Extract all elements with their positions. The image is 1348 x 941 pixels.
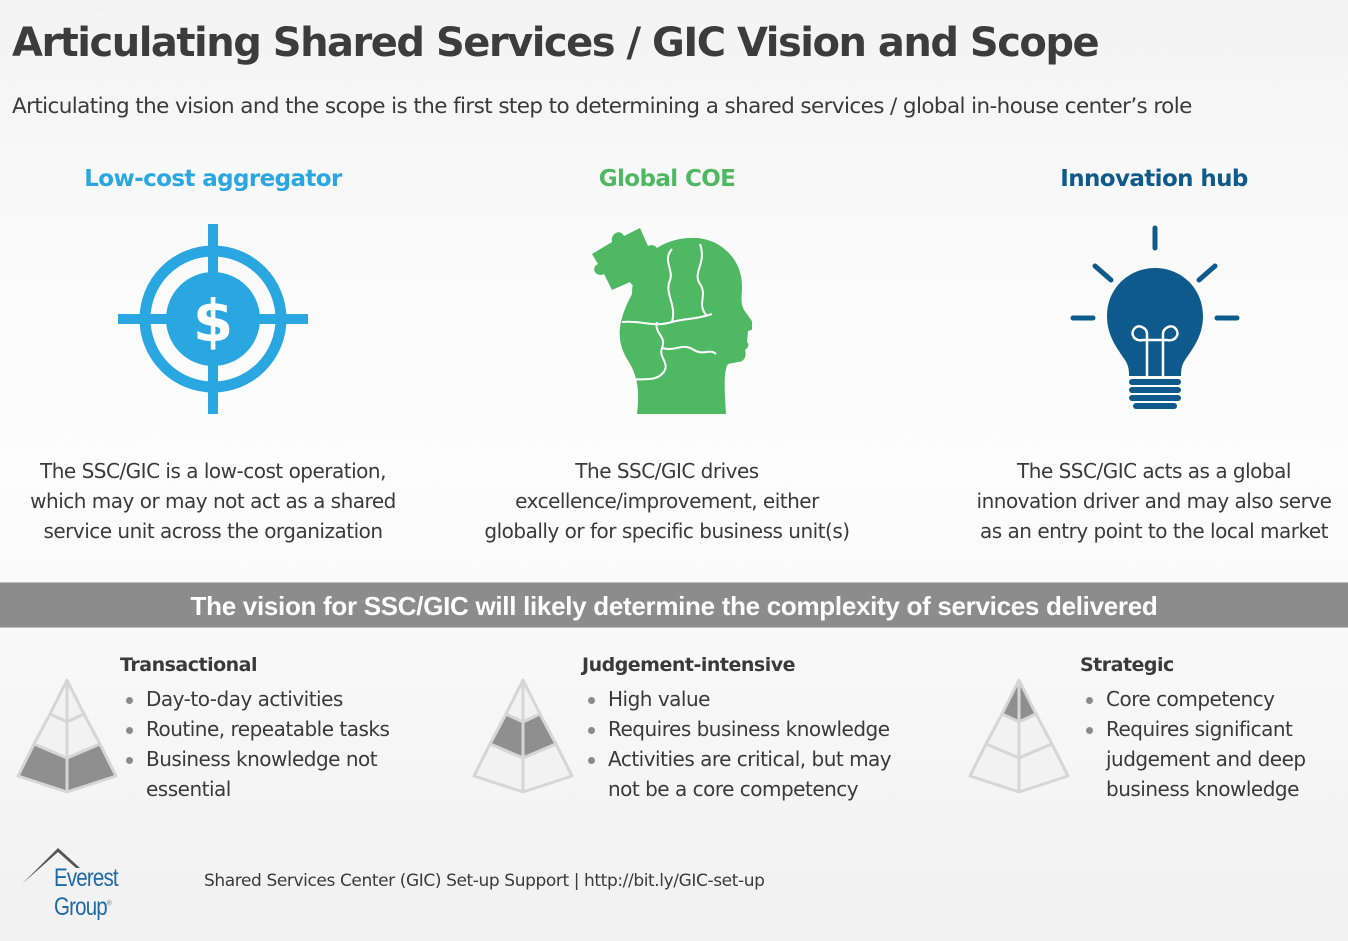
brand-label: Everest Group	[54, 864, 119, 921]
vision-desc-line: service unit across the organization	[43, 519, 383, 543]
page-subtitle: Articulating the vision and the scope is…	[12, 94, 1192, 119]
page-title: Articulating Shared Services / GIC Visio…	[12, 20, 1100, 66]
target-dollar-icon: $	[118, 224, 308, 414]
tier-title: Strategic	[1080, 654, 1174, 676]
brand-name: Everest Group®	[54, 864, 175, 922]
vision-innovation-hub: Innovation hub The SSC/GIC acts as a g	[934, 166, 1348, 546]
footer: Everest Group® Shared Services Center (G…	[22, 846, 765, 921]
svg-text:$: $	[193, 287, 233, 355]
vision-global-coe: Global COE The SSC/GIC drives excellence…	[447, 166, 887, 546]
vision-title: Global COE	[598, 166, 736, 192]
head-puzzle-icon	[592, 228, 752, 414]
vision-desc-line: as an entry point to the local market	[980, 519, 1328, 543]
tier-bullet: Business knowledge not essential	[120, 744, 410, 804]
registered-mark: ®	[106, 898, 112, 908]
vision-desc-line: The SSC/GIC drives	[575, 459, 759, 483]
tier-bullet: High value	[582, 684, 942, 714]
tier-title: Judgement-intensive	[582, 654, 796, 676]
vision-desc-line: innovation driver and may also serve	[976, 489, 1332, 513]
tier-bullet: Requires business knowledge	[582, 714, 942, 744]
vision-title: Low-cost aggregator	[84, 166, 342, 192]
vision-desc-line: The SSC/GIC is a low-cost operation,	[40, 459, 386, 483]
tier-bullet: Routine, repeatable tasks	[120, 714, 460, 744]
vision-desc-line: The SSC/GIC acts as a global	[1017, 459, 1291, 483]
tier-bullet: Day-to-day activities	[120, 684, 460, 714]
vision-low-cost-aggregator: Low-cost aggregator $ The SSC/GIC is a l…	[0, 166, 433, 546]
mountain-peak-icon	[22, 848, 80, 884]
tier-title: Transactional	[120, 654, 258, 676]
vision-desc-line: which may or may not act as a shared	[30, 489, 396, 513]
everest-group-logo: Everest Group®	[22, 846, 202, 921]
tier-bullet: Activities are critical, but may not be …	[582, 744, 922, 804]
footer-link-text[interactable]: Shared Services Center (GIC) Set-up Supp…	[204, 871, 765, 891]
pyramid-top-highlight-icon	[968, 678, 1070, 794]
vision-title: Innovation hub	[1060, 166, 1248, 192]
vision-desc-line: globally or for specific business unit(s…	[484, 519, 850, 543]
complexity-banner: The vision for SSC/GIC will likely deter…	[0, 582, 1348, 628]
vision-desc-line: excellence/improvement, either	[515, 489, 819, 513]
tier-bullet: Core competency	[1080, 684, 1340, 714]
lightbulb-icon	[1070, 225, 1240, 409]
tier-bullet: Requires significant judgement and deep …	[1080, 714, 1320, 804]
pyramid-bottom-highlight-icon	[16, 678, 118, 794]
pyramid-middle-highlight-icon	[472, 678, 574, 794]
